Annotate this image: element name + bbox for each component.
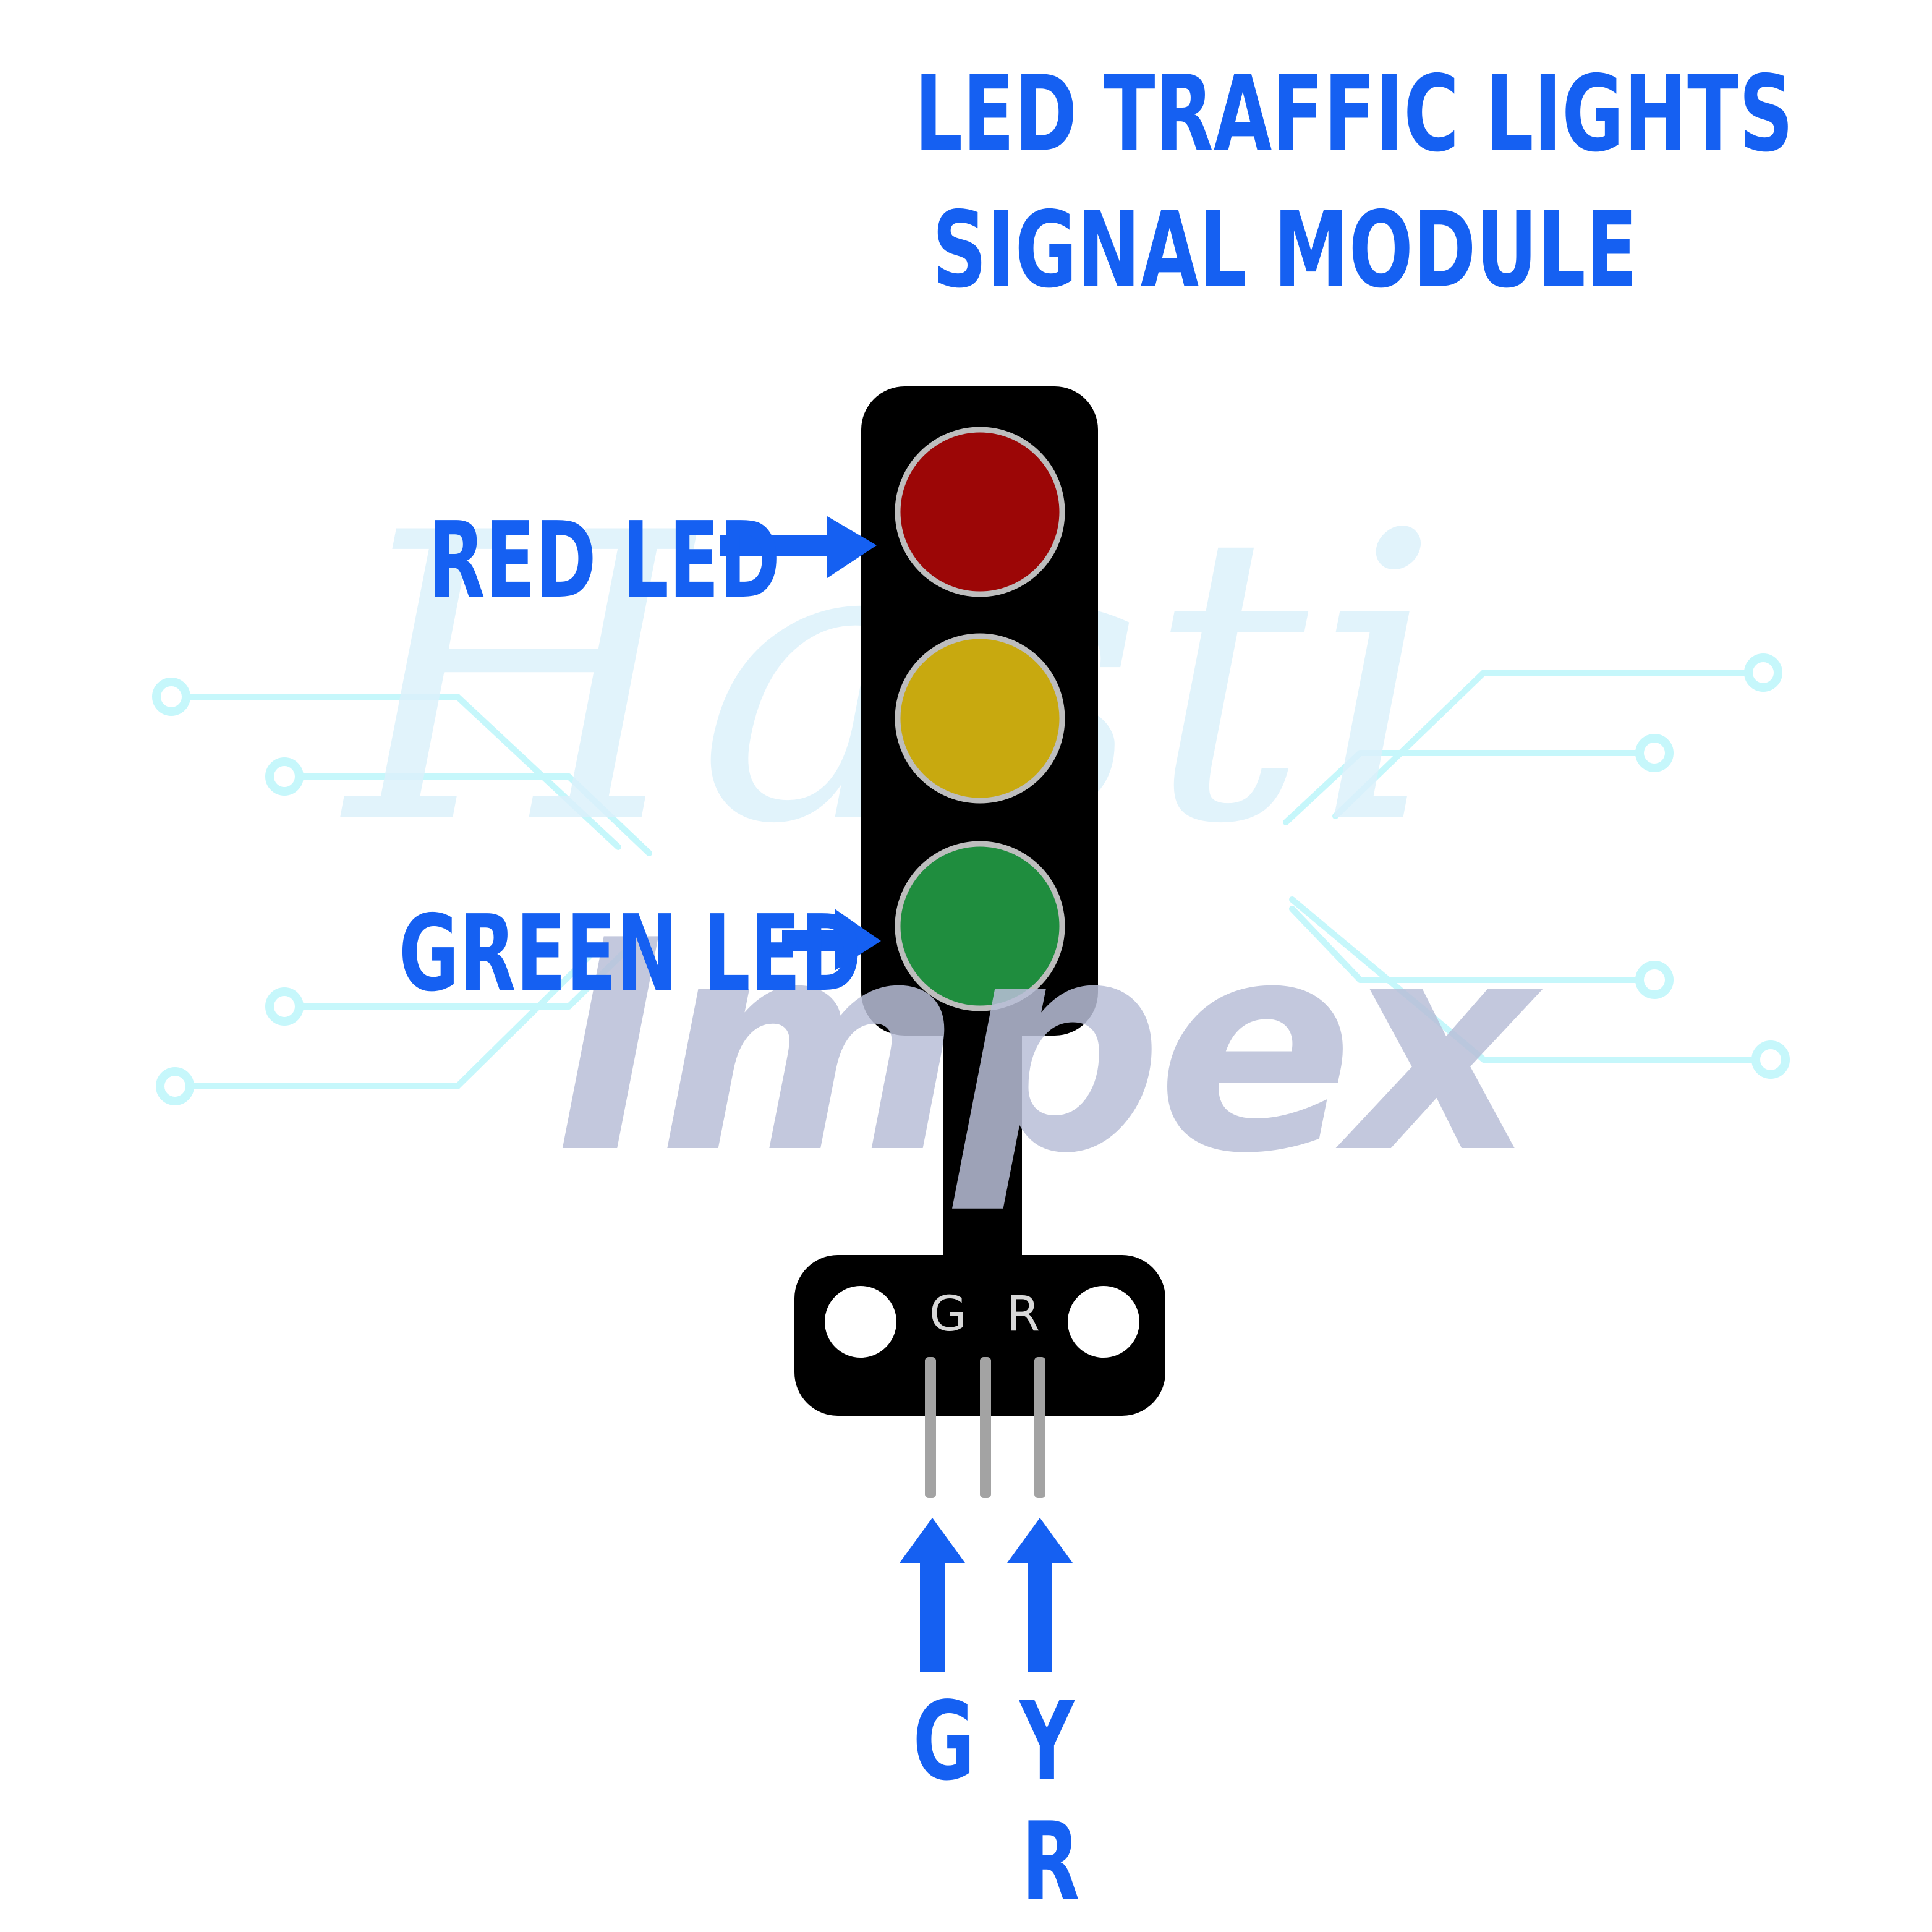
red-led-label: RED LED: [428, 500, 781, 622]
mounting-hole-left: [825, 1286, 896, 1358]
mounting-hole-right: [1068, 1286, 1139, 1358]
green-led-arrow-shaft: [782, 930, 838, 951]
trace-node: [265, 987, 304, 1026]
green-led-arrow-head: [835, 909, 881, 971]
trace-node: [156, 1067, 194, 1105]
trace-node: [265, 757, 304, 796]
red-led-arrow-shaft: [720, 535, 832, 556]
red-led: [895, 427, 1065, 597]
trace-node: [1751, 1040, 1790, 1079]
title-line-1: LED TRAFFIC LIGHTS: [914, 53, 1794, 176]
title-line-2: SIGNAL MODULE: [932, 189, 1638, 312]
trace-node: [152, 678, 190, 716]
r-pin-arrow-head: [1007, 1518, 1073, 1563]
pin-label-y: Y: [1019, 1679, 1075, 1805]
trace-node: [1744, 653, 1782, 692]
module-base: [794, 1255, 1165, 1416]
header-pin-g: [925, 1357, 936, 1498]
g-pin-arrow-shaft: [920, 1561, 945, 1672]
silkscreen-r: R: [1006, 1287, 1040, 1342]
red-led-arrow-head: [827, 516, 877, 578]
header-pin-y: [980, 1357, 991, 1498]
pin-label-g: G: [913, 1679, 976, 1805]
pin-label-r: R: [1021, 1800, 1080, 1925]
silkscreen-g: G: [929, 1287, 967, 1342]
trace-node: [1635, 961, 1674, 999]
r-pin-arrow-shaft: [1028, 1561, 1052, 1672]
module-stem: [943, 1002, 1022, 1267]
green-led-label: GREEN LED: [399, 893, 862, 1015]
green-led: [895, 841, 1065, 1011]
g-pin-arrow-head: [900, 1518, 965, 1563]
trace-node: [1635, 734, 1674, 772]
header-pin-r: [1034, 1357, 1045, 1498]
yellow-led: [895, 633, 1065, 804]
